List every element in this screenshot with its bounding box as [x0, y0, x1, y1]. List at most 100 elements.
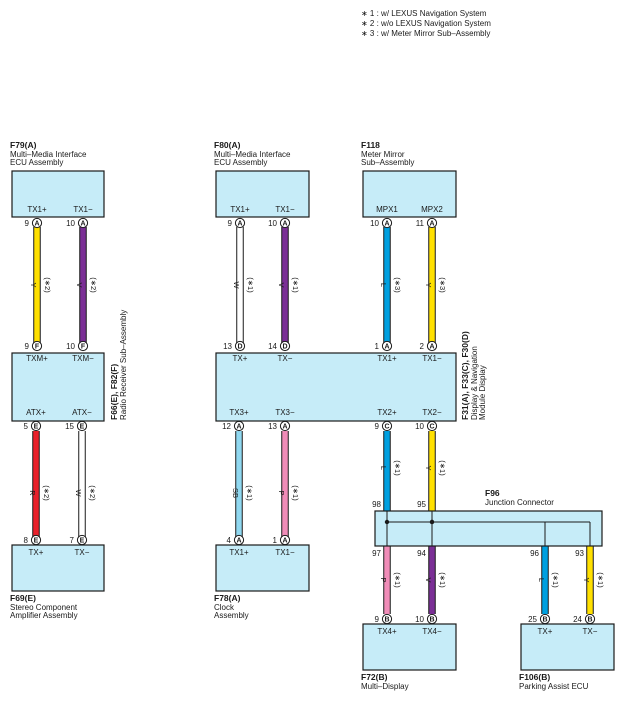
connector-circle	[30, 534, 42, 546]
pin-label: TX+	[538, 627, 553, 636]
connector-circle	[279, 340, 291, 352]
component-name: Clock	[214, 603, 235, 612]
pin-label: TX1−	[275, 548, 295, 557]
pin-number: 2	[420, 342, 425, 351]
component-code: F79(A)	[10, 140, 37, 150]
wire-note-label: (∗1)	[291, 485, 300, 501]
pin-number: 13	[223, 342, 232, 351]
pin-number: 7	[70, 536, 75, 545]
connector-letter: A	[384, 221, 389, 228]
wire-color-label: V	[277, 282, 286, 287]
wire-note-label: (∗1)	[246, 277, 255, 293]
junction-pin-number: 93	[575, 549, 584, 558]
connector-letter: C	[429, 424, 434, 431]
pin	[279, 340, 291, 352]
pin-label: TX+	[233, 354, 248, 363]
pin-label: TXM−	[72, 354, 94, 363]
multi-display-box	[362, 623, 457, 671]
component-name: Module Display	[478, 365, 487, 420]
connector-circle	[30, 420, 42, 432]
pin-number: 13	[268, 422, 277, 431]
component-code: F31(A), F33(C), F30(D)	[460, 331, 470, 420]
pin-label: TXM+	[26, 354, 48, 363]
pin-number: 1	[273, 536, 278, 545]
wire-note-label: (∗1)	[393, 460, 402, 476]
wire-note-label: (∗2)	[42, 485, 51, 501]
connector-circle	[77, 217, 89, 229]
connector-circle	[426, 340, 438, 352]
connector-letter: A	[237, 221, 242, 228]
pin	[76, 420, 88, 432]
component-name: Amplifier Assembly	[10, 611, 78, 620]
component-name: Display & Navigation	[470, 346, 479, 420]
pin-label: MPX2	[421, 205, 443, 214]
component-name: Meter Mirror	[361, 150, 405, 159]
component-code: F106(B)	[519, 672, 550, 682]
connector-circle	[77, 340, 89, 352]
pin-label: TX−	[75, 548, 90, 557]
wire-note-label: (∗1)	[551, 572, 560, 588]
meter-mirror-box	[362, 170, 457, 218]
pin	[426, 420, 438, 432]
wire-color-label: R	[28, 490, 37, 496]
wire-color-label: Y	[424, 282, 433, 287]
wire-note-label: (∗1)	[596, 572, 605, 588]
junction-pin-number: 96	[530, 549, 539, 558]
wire-color-label: P	[379, 577, 388, 582]
wire-color-label: L	[379, 466, 388, 470]
connector-letter: F	[81, 344, 86, 351]
pin	[76, 534, 88, 546]
connector-circle	[426, 217, 438, 229]
pin-number: 10	[415, 422, 424, 431]
component-name: Multi–Media Interface	[214, 150, 291, 159]
pin-label: ATX+	[26, 408, 46, 417]
wire-color-label: P	[277, 490, 286, 495]
pin-number: 10	[415, 615, 424, 624]
junction-pin-number: 95	[417, 500, 426, 509]
pin-label: TX1−	[73, 205, 93, 214]
connector-circle	[234, 217, 246, 229]
parking-assist-box	[520, 623, 615, 671]
connector-letter: A	[34, 221, 39, 228]
component-name: Sub–Assembly	[361, 158, 414, 167]
clock-box	[215, 544, 310, 592]
component-code: F80(A)	[214, 140, 241, 150]
wire-color-label: Y	[582, 577, 591, 582]
pin-number: 25	[528, 615, 537, 624]
pin-label: TX2+	[377, 408, 397, 417]
component-name: Multi–Display	[361, 682, 409, 691]
component-name: Multi–Media Interface	[10, 150, 87, 159]
component-name: Parking Assist ECU	[519, 682, 589, 691]
pin-label: ATX−	[72, 408, 92, 417]
pin-label: TX3+	[229, 408, 249, 417]
pin-label: TX3−	[275, 408, 295, 417]
connector-letter: E	[80, 538, 85, 545]
radio-receiver-box	[11, 352, 105, 422]
pin	[31, 340, 43, 352]
connector-letter: A	[80, 221, 85, 228]
component-code: F118	[361, 140, 380, 150]
pin	[31, 217, 43, 229]
pin-number: 15	[65, 422, 74, 431]
connector-circle	[426, 420, 438, 432]
connector-letter: E	[80, 424, 85, 431]
connector-letter: D	[237, 344, 242, 351]
wire-note-label: (∗2)	[43, 277, 52, 293]
pin-label: TX1+	[377, 354, 397, 363]
pin-number: 10	[268, 219, 277, 228]
connector-circle	[279, 217, 291, 229]
pin	[426, 613, 438, 625]
pin-label: TX1+	[230, 205, 250, 214]
wire-note-label: (∗2)	[89, 277, 98, 293]
wire-color-label: V	[75, 282, 84, 287]
pin-label: TX4+	[377, 627, 397, 636]
junction-dot	[384, 519, 390, 525]
wire-note-label: (∗1)	[438, 460, 447, 476]
pin-number: 10	[66, 219, 75, 228]
pin-number: 9	[228, 219, 233, 228]
wire-color-label: L	[379, 283, 388, 287]
component-name: ECU Assembly	[10, 158, 63, 167]
wire-note-label: (∗3)	[438, 277, 447, 293]
connector-letter: A	[236, 538, 241, 545]
pin	[234, 340, 246, 352]
